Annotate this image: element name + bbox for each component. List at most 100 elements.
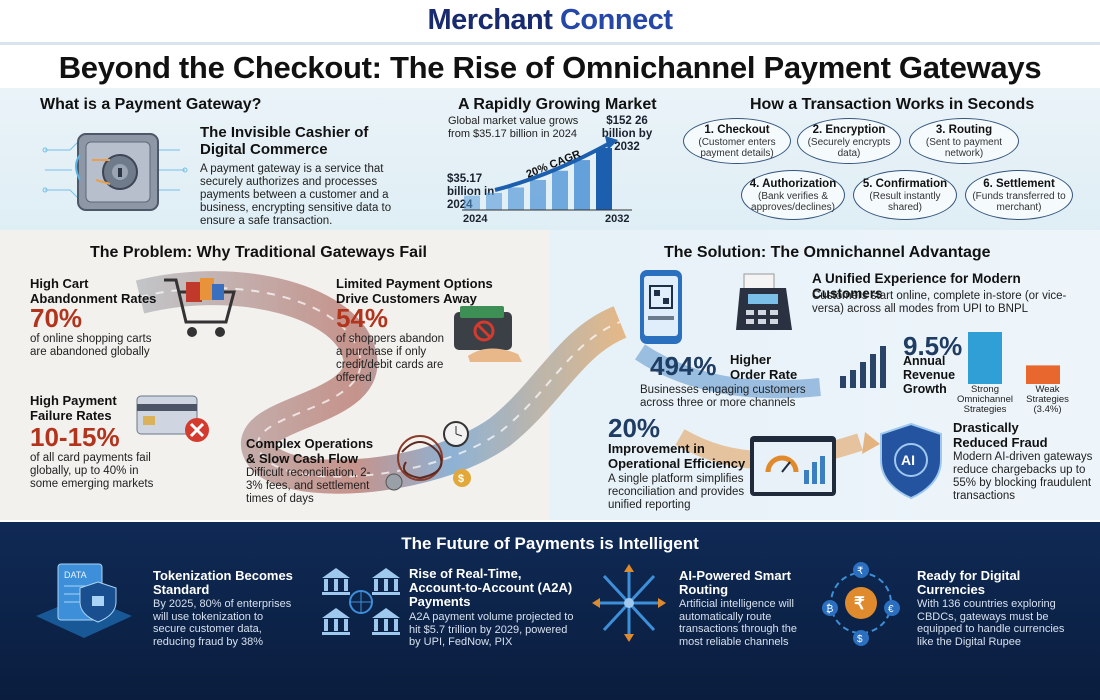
failure-desc: of all card payments fail globally, up t… [30, 452, 154, 490]
safe-icon [40, 120, 190, 220]
brand-part1: Merchant [427, 4, 560, 36]
digital-currency-icon: ₹ ₹ ₿ € $ [818, 558, 904, 648]
step-desc: (Sent to payment network) [925, 136, 1003, 159]
header-divider [0, 42, 1100, 45]
options-title: Limited Payment Options Drive Customers … [336, 276, 493, 306]
data-tokenization-icon: DATA [28, 556, 140, 648]
credit-card-icon [133, 390, 213, 450]
revenue-bar [1026, 365, 1060, 384]
order-title: Higher Order Rate [730, 352, 798, 382]
shopping-cart-icon [160, 270, 240, 346]
wallet-icon [448, 302, 528, 364]
what-subheading: The Invisible Cashier of Digital Commerc… [200, 124, 369, 158]
pos-terminal-icon [730, 270, 800, 340]
cart-desc: of online shopping carts are abandoned g… [30, 333, 152, 358]
step-title: 5. Confirmation [862, 177, 948, 190]
unified-title: A Unified Experience for Modern Customer… [812, 271, 1021, 301]
market-end-label: $152 26 billion by 2032 [601, 115, 653, 153]
market-desc: Global market value grows from $35.17 bi… [448, 115, 579, 140]
step-title: 1. Checkout [704, 123, 770, 136]
step-desc: (Result instantly shared) [869, 190, 941, 213]
future-heading: The Future of Payments is Intelligent [401, 534, 699, 553]
solution-heading: The Solution: The Omnichannel Advantage [664, 244, 991, 261]
market-bar [530, 179, 546, 210]
step-settlement: 6. Settlement(Funds transferred to merch… [965, 170, 1073, 220]
what-body: A payment gateway is a service that secu… [200, 163, 392, 227]
step-authorization: 4. Authorization(Bank verifies & approve… [741, 170, 845, 220]
svg-text:DATA: DATA [64, 570, 87, 580]
step-encryption: 2. Encryption(Securely encrypts data) [797, 118, 901, 164]
gears-icon: $ [380, 412, 480, 502]
revenue-strong-label: Strong Omnichannel Strategies [957, 384, 1013, 415]
step-desc: (Bank verifies & approves/declines) [751, 190, 835, 213]
efficiency-stat: 20% [608, 413, 661, 443]
brand-part2: Connect [559, 4, 673, 36]
future-item-title: AI-Powered Smart Routing [679, 568, 791, 597]
year-end-label: 2032 [605, 213, 630, 225]
market-bar [464, 195, 480, 210]
future-item-desc: With 136 countries exploring CBDCs, gate… [917, 598, 1065, 648]
svg-text:$: $ [458, 473, 464, 485]
year-start-label: 2024 [463, 213, 488, 225]
bank-transfer-icon [318, 562, 404, 642]
failure-title: High Payment Failure Rates [30, 393, 117, 423]
step-checkout: 1. Checkout(Customer enters payment deta… [683, 118, 791, 164]
revenue-bar [968, 332, 1002, 384]
problem-heading: The Problem: Why Traditional Gateways Fa… [90, 244, 427, 261]
dashboard-icon [748, 432, 838, 504]
step-routing: 3. Routing(Sent to payment network) [909, 118, 1019, 164]
ops-desc: Difficult reconciliation, 2-3% fees, and… [246, 467, 371, 505]
step-desc: (Funds transferred to merchant) [972, 190, 1066, 213]
future-item-title: Tokenization Becomes Standard [153, 568, 293, 597]
svg-text:₹: ₹ [857, 566, 863, 577]
market-bar [574, 160, 590, 210]
svg-text:₹: ₹ [854, 594, 865, 613]
market-heading: A Rapidly Growing Market [458, 96, 657, 113]
phone-qr-icon [632, 268, 692, 348]
transaction-heading: How a Transaction Works in Seconds [750, 96, 1035, 113]
svg-text:€: € [888, 604, 894, 615]
revenue-chart [968, 332, 1060, 384]
revenue-weak-label: Weak Strategies (3.4%) [1026, 384, 1069, 415]
step-title: 4. Authorization [749, 177, 837, 190]
order-desc: Businesses engaging customers across thr… [640, 384, 806, 409]
market-bar [596, 148, 612, 210]
revenue-title: Annual Revenue Growth [903, 354, 956, 396]
future-item-title: Ready for Digital Currencies [917, 568, 1021, 597]
routing-arrows-icon [588, 560, 670, 646]
fraud-desc: Modern AI-driven gateways reduce chargeb… [953, 451, 1093, 502]
svg-text:₿: ₿ [826, 603, 833, 615]
what-heading: What is a Payment Gateway? [40, 96, 262, 113]
market-bar [486, 192, 502, 210]
step-confirmation: 5. Confirmation(Result instantly shared) [853, 170, 957, 220]
future-item-desc: Artificial intelligence will automatical… [679, 598, 798, 648]
growth-arrowhead [605, 136, 618, 150]
options-desc: of shoppers abandon a purchase if only c… [336, 333, 445, 384]
market-chart: 20% CAGR [462, 136, 632, 211]
cart-title: High Cart Abandonment Rates [30, 276, 157, 306]
page-title: Beyond the Checkout: The Rise of Omnicha… [58, 50, 1042, 85]
svg-text:$: $ [857, 634, 863, 645]
step-desc: (Customer enters payment details) [698, 136, 776, 159]
step-title: 3. Routing [935, 123, 993, 136]
failure-stat: 10-15% [30, 422, 120, 452]
future-item-title: Rise of Real-Time, Account-to-Account (A… [409, 566, 573, 609]
fraud-title: Drastically Reduced Fraud [953, 420, 1048, 450]
growth-bars-icon [838, 344, 890, 390]
future-section [0, 522, 1100, 700]
ops-title: Complex Operations & Slow Cash Flow [246, 436, 374, 466]
revenue-stat: 9.5% [903, 331, 963, 361]
ai-shield-icon: AI [875, 420, 947, 500]
cart-stat: 70% [30, 303, 83, 333]
efficiency-desc: A single platform simplifies reconciliat… [608, 473, 745, 511]
future-item-desc: By 2025, 80% of enterprises will use tok… [153, 598, 292, 648]
brand-logo: Merchant Connect [0, 4, 1100, 37]
step-title: 6. Settlement [983, 177, 1055, 190]
svg-text:AI: AI [901, 452, 915, 468]
growth-arrow [494, 141, 611, 192]
efficiency-title: Improvement in Operational Efficiency [608, 441, 746, 471]
step-title: 2. Encryption [812, 123, 886, 136]
market-bar [552, 170, 568, 210]
market-bar [508, 187, 524, 210]
future-item-desc: A2A payment volume projected to hit $5.7… [409, 611, 574, 648]
